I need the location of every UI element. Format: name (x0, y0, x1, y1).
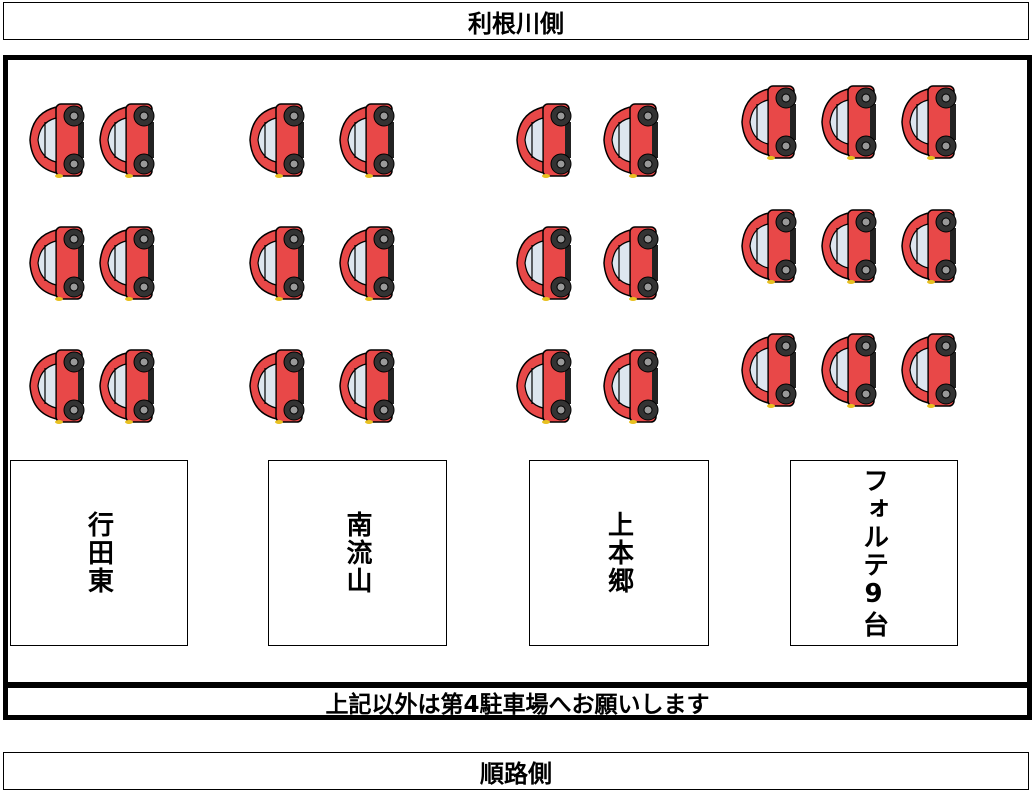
red-car-icon (738, 330, 806, 410)
zone-minaminagareyama: 南流山 (268, 460, 447, 646)
red-car-icon (513, 100, 581, 180)
red-car-icon (96, 100, 164, 180)
red-car-icon (246, 346, 314, 426)
red-car-icon (818, 330, 886, 410)
red-car-icon (336, 346, 404, 426)
red-car-icon (96, 223, 164, 303)
bottom-side-label: 順路側 (480, 759, 552, 788)
zone-label: フォルテ9台 (858, 467, 889, 639)
red-car-icon (26, 100, 94, 180)
red-car-icon (600, 223, 668, 303)
red-car-icon (336, 223, 404, 303)
red-car-icon (818, 206, 886, 286)
red-car-icon (26, 346, 94, 426)
notice-text: 上記以外は第4駐車場へお願いします (325, 691, 710, 718)
red-car-icon (600, 100, 668, 180)
top-side-label: 利根川側 (468, 9, 564, 38)
zone-label: 上本郷 (603, 511, 634, 595)
red-car-icon (246, 223, 314, 303)
red-car-icon (600, 346, 668, 426)
red-car-icon (898, 206, 966, 286)
red-car-icon (513, 346, 581, 426)
red-car-icon (26, 223, 94, 303)
bottom-side-banner: 順路側 (3, 752, 1029, 790)
red-car-icon (246, 100, 314, 180)
red-car-icon (96, 346, 164, 426)
notice-banner: 上記以外は第4駐車場へお願いします (3, 683, 1032, 720)
top-side-banner: 利根川側 (3, 2, 1029, 40)
zone-forte: フォルテ9台 (790, 460, 958, 646)
red-car-icon (738, 82, 806, 162)
zone-gyodahigashi: 行田東 (10, 460, 188, 646)
red-car-icon (336, 100, 404, 180)
red-car-icon (818, 82, 886, 162)
red-car-icon (738, 206, 806, 286)
zone-label: 行田東 (83, 511, 114, 595)
red-car-icon (898, 82, 966, 162)
zone-kamihongo: 上本郷 (529, 460, 709, 646)
parking-lot-area: 行田東 南流山 上本郷 フォルテ9台 (3, 55, 1032, 687)
zone-label: 南流山 (342, 511, 372, 595)
red-car-icon (898, 330, 966, 410)
red-car-icon (513, 223, 581, 303)
